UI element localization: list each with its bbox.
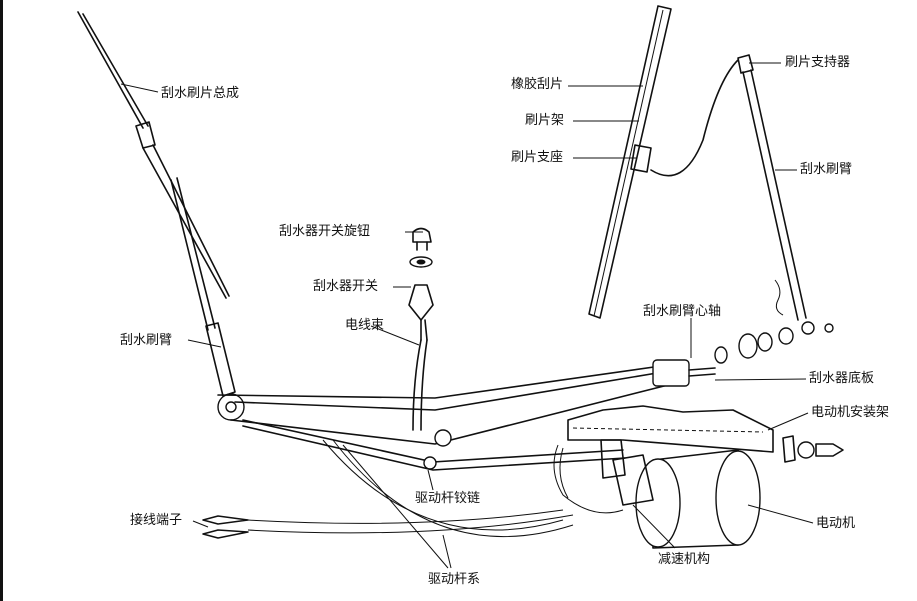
label-motor: 电动机 — [816, 516, 856, 531]
label-motor-bracket: 电动机安装架 — [811, 405, 890, 420]
leader-lines — [120, 62, 814, 569]
label-base-plate: 刮水器底板 — [809, 371, 875, 386]
separate-blade — [588, 5, 739, 319]
left-wiper-arm — [170, 177, 236, 397]
motor — [600, 439, 761, 549]
label-reduction-gear: 减速机构 — [658, 552, 711, 567]
label-rubber-blade: 橡胶刮片 — [511, 77, 564, 92]
drive-linkage — [217, 359, 716, 471]
label-blade-seat: 刷片支座 — [511, 150, 564, 165]
pivot-hardware — [714, 327, 794, 364]
terminals — [202, 515, 249, 539]
label-wiper-switch: 刮水器开关 — [313, 279, 379, 294]
label-switch-knob: 刮水器开关旋钮 — [279, 224, 371, 239]
base-plate — [567, 405, 774, 453]
label-arm-pivot-shaft: 刮水刷臂心轴 — [643, 304, 722, 319]
label-drive-rod-system: 驱动杆系 — [428, 572, 481, 587]
wire-harness — [412, 339, 428, 431]
separate-arm — [737, 54, 834, 335]
label-wiper-arm-left: 刮水刷臂 — [120, 333, 173, 348]
label-wire-harness: 电线束 — [345, 318, 385, 333]
label-blade-frame: 刷片架 — [525, 113, 565, 128]
label-wiper-arm-right: 刮水刷臂 — [800, 162, 853, 177]
left-wiper-blade — [77, 11, 230, 299]
motor-wires — [247, 439, 624, 537]
diagram-drawing — [77, 5, 844, 569]
bracket-bolts — [782, 435, 844, 463]
label-blade-holder: 刷片支持器 — [785, 55, 851, 70]
label-wiper-blade-assembly: 刮水刷片总成 — [161, 86, 240, 101]
label-terminal: 接线端子 — [130, 513, 183, 528]
switch-parts — [408, 227, 434, 341]
label-drive-rod-hinge: 驱动杆铰链 — [415, 491, 481, 506]
